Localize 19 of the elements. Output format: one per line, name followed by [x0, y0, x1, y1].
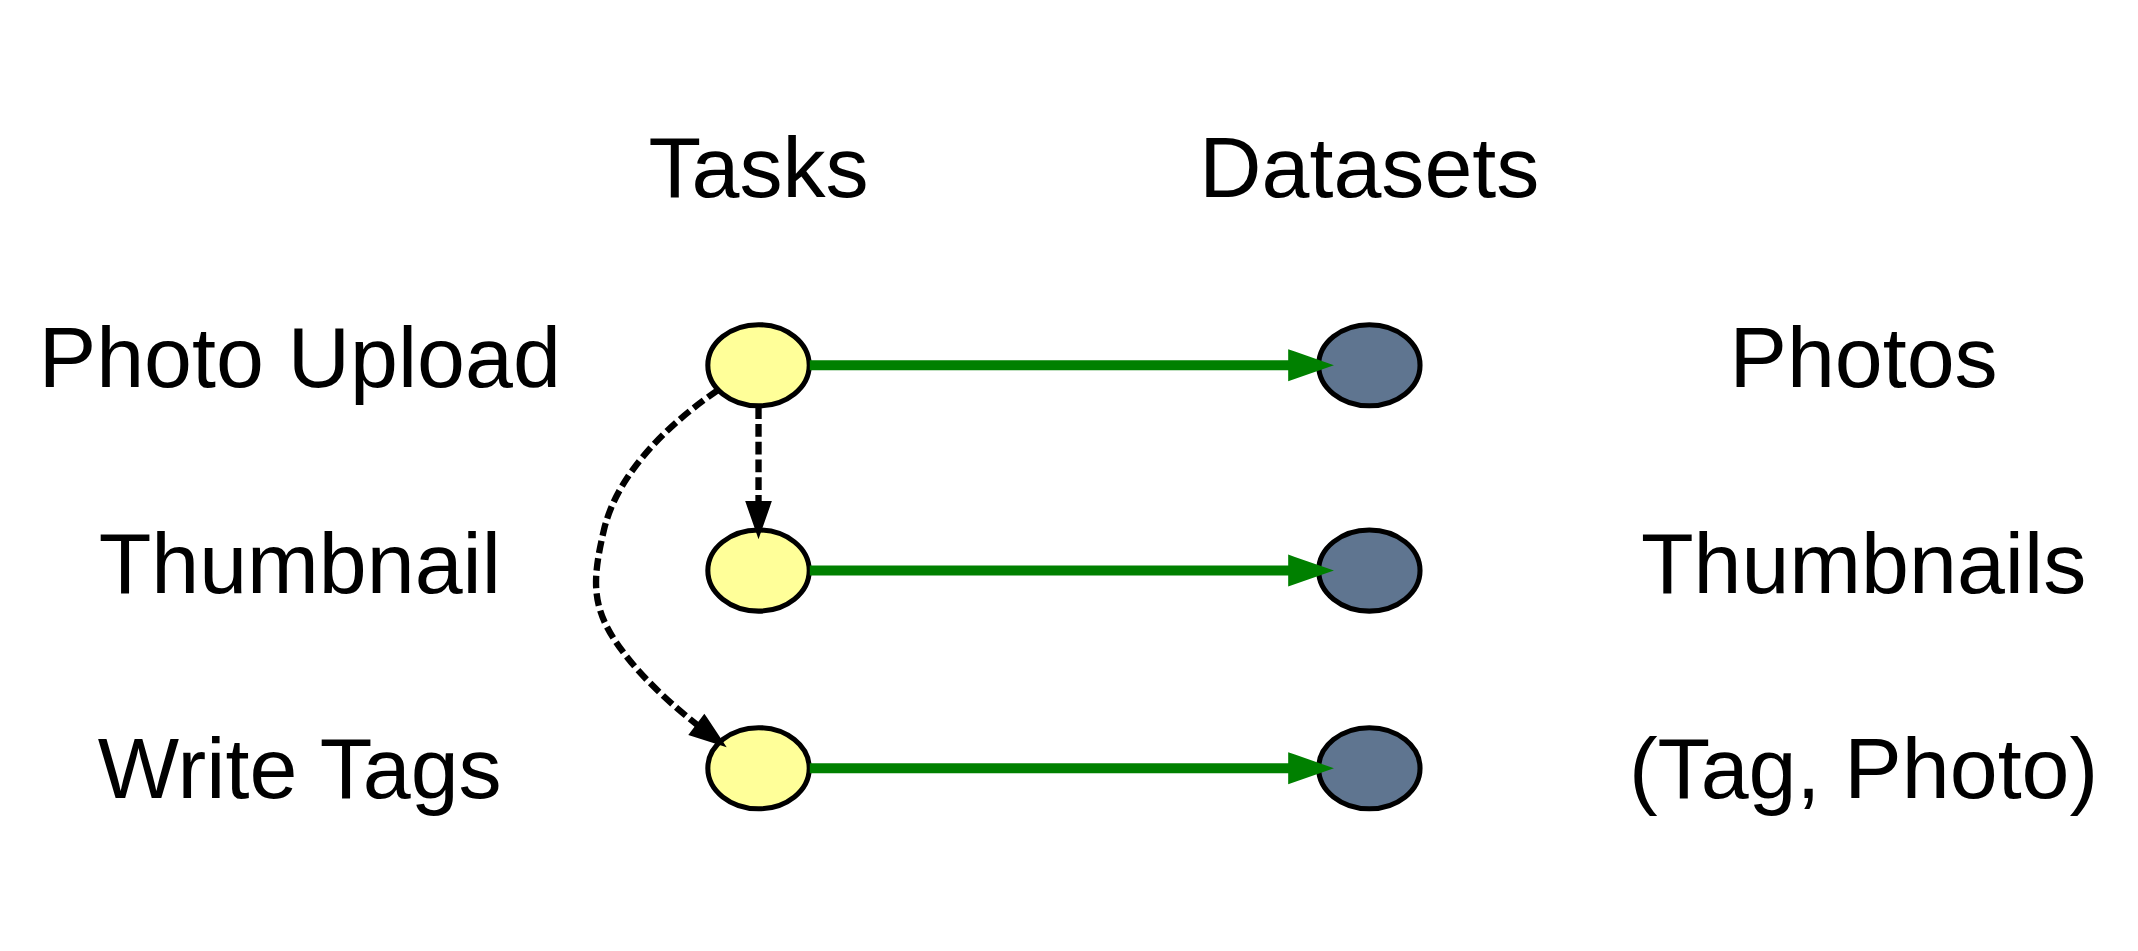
arrow: [809, 752, 1334, 785]
node-label: Photo Upload: [38, 309, 561, 406]
node-circle: [1316, 527, 1423, 614]
arrow: [745, 406, 772, 540]
node-circle: [705, 322, 812, 409]
label: Tasks: [648, 119, 869, 216]
node-circle: [705, 527, 812, 614]
node-circle: [1316, 725, 1423, 812]
node-label: Write Tags: [97, 719, 502, 816]
label: Datasets: [1199, 119, 1540, 216]
node-label: (Tag, Photo): [1628, 719, 2099, 816]
node-circle: [705, 725, 812, 812]
arrow: [592, 387, 727, 748]
node-label: Thumbnails: [1640, 514, 2087, 611]
node-label: Photos: [1729, 309, 1998, 406]
arrow: [809, 554, 1334, 587]
node-label: Thumbnail: [98, 514, 501, 611]
node-circle: [1316, 322, 1423, 409]
arrow: [809, 349, 1334, 382]
